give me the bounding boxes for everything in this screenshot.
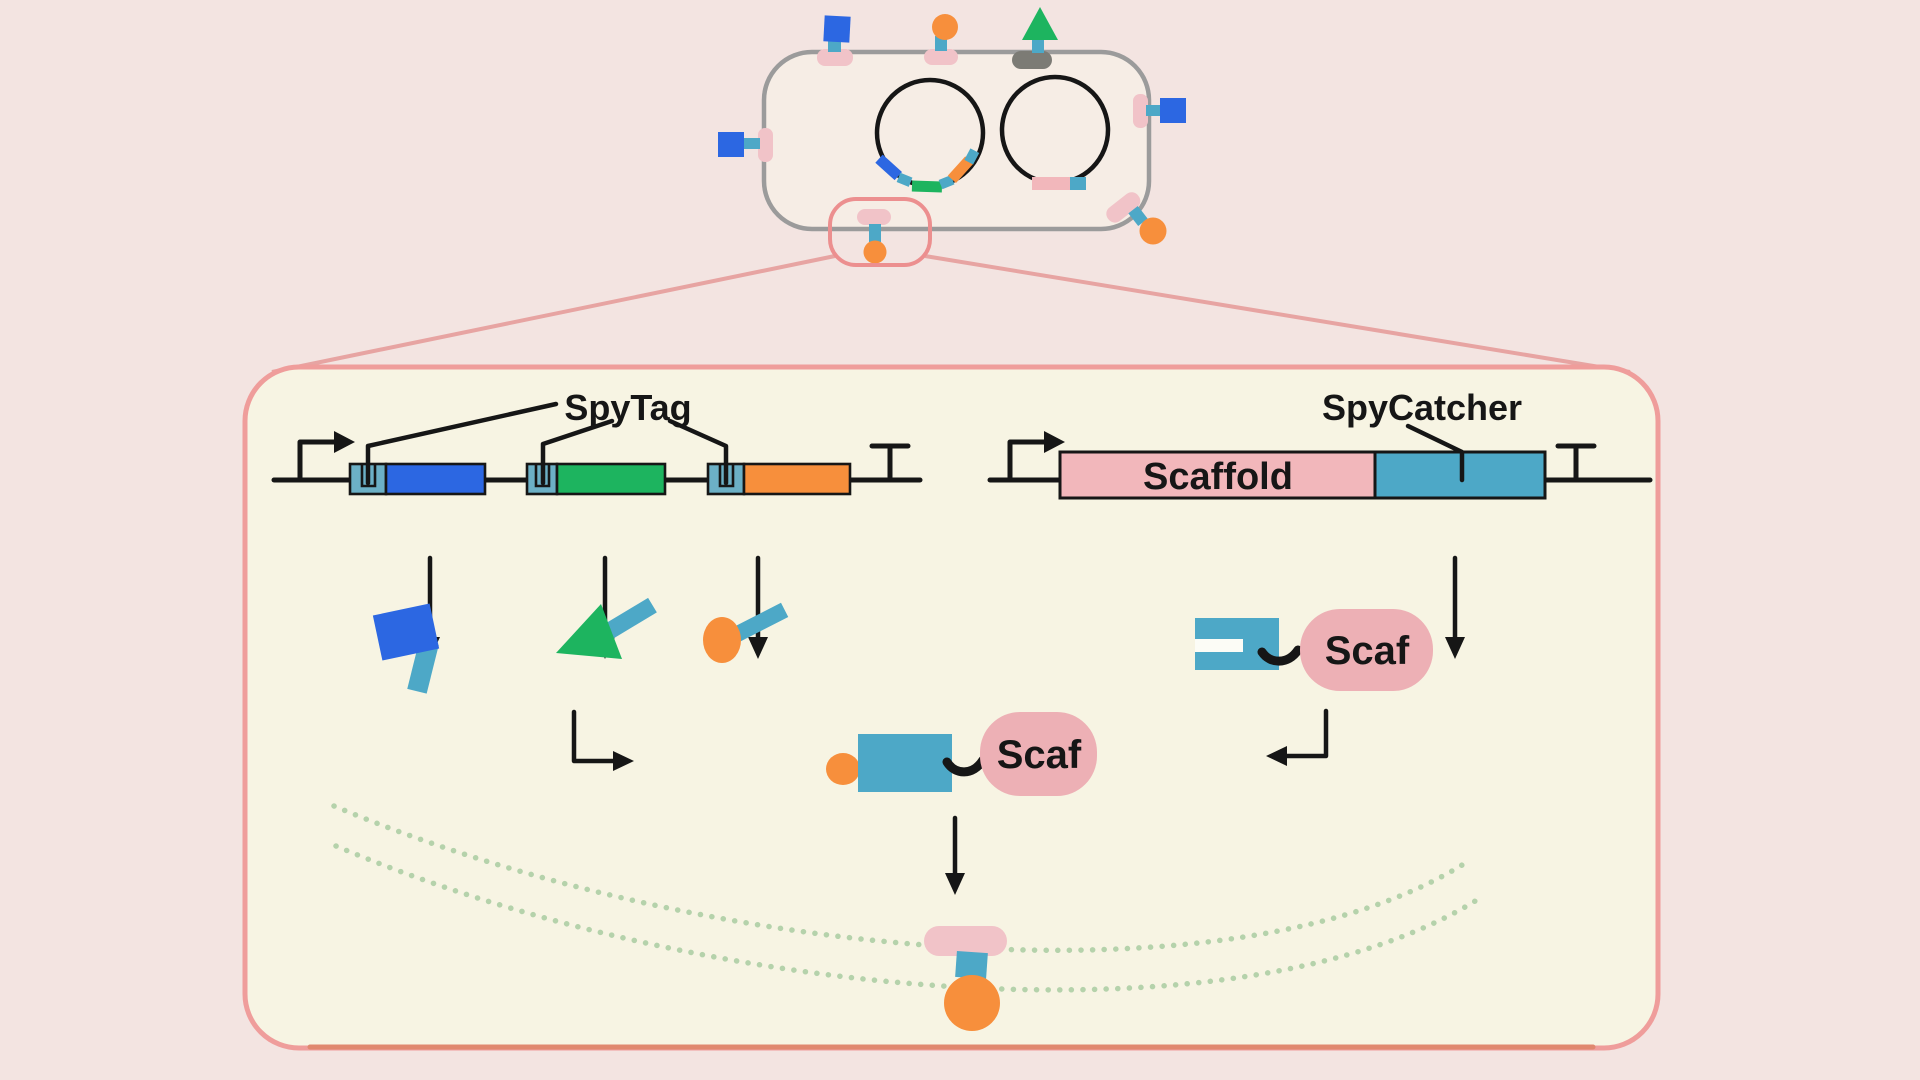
plasmid-gene-blue bbox=[875, 154, 903, 181]
protein-blue-hammer bbox=[372, 603, 440, 694]
membrane-anchor bbox=[924, 49, 958, 65]
linker-stick bbox=[1128, 206, 1148, 226]
membrane-anchor bbox=[817, 49, 853, 66]
spytag-handle bbox=[407, 640, 439, 694]
blue-square-cargo bbox=[823, 15, 851, 43]
spytag-handle bbox=[596, 597, 657, 644]
membrane-protein-green-top bbox=[1012, 7, 1058, 69]
membrane-anchor bbox=[758, 128, 773, 162]
membrane-anchor bbox=[1106, 192, 1141, 223]
green-triangle-cargo bbox=[1022, 7, 1058, 40]
orange-protein-ball bbox=[703, 617, 741, 663]
membrane-protein-blue-top bbox=[817, 15, 853, 66]
green-protein-triangle bbox=[556, 604, 622, 659]
protein-spycatcher-scaffold: Scaf bbox=[1195, 609, 1433, 691]
membrane-protein-callout-target bbox=[857, 209, 891, 264]
assembled-complex: Scaf bbox=[826, 712, 1097, 796]
membrane-anchor bbox=[857, 209, 891, 225]
spytag-slot bbox=[718, 464, 735, 488]
promoter-icon bbox=[1007, 431, 1065, 483]
spytag-pointer-lines bbox=[365, 401, 729, 486]
orange-gene-box bbox=[742, 462, 852, 496]
orange-tag-ball bbox=[826, 753, 860, 785]
orange-cargo-ball bbox=[944, 975, 1000, 1031]
scaffold-membrane-pill bbox=[924, 926, 1007, 956]
scaffold-blob bbox=[980, 712, 1097, 796]
plasmid-spycatcher-gene bbox=[1070, 177, 1086, 190]
membrane-anchor bbox=[1133, 94, 1148, 128]
plasmid-scaffold-gene bbox=[1032, 177, 1070, 190]
plasmid-1 bbox=[874, 77, 986, 193]
linker-stick bbox=[744, 138, 760, 149]
terminator-icon bbox=[869, 443, 911, 483]
plasmid-2 bbox=[999, 74, 1111, 190]
assembly-arrow-right bbox=[1266, 708, 1329, 766]
orange-circle-cargo bbox=[932, 14, 958, 40]
bacterial-cell bbox=[718, 7, 1186, 264]
spycatcher-block bbox=[858, 734, 952, 792]
scaf-label: Scaf bbox=[1325, 629, 1410, 673]
scaffold-gene-label: Scaffold bbox=[1143, 456, 1293, 498]
gene-cassette-green bbox=[525, 462, 667, 496]
zoom-line-right bbox=[924, 254, 1631, 374]
linker-stick bbox=[1032, 36, 1044, 53]
cell-body bbox=[761, 49, 1152, 232]
blue-square-cargo bbox=[718, 132, 744, 157]
promoter-icon bbox=[297, 431, 355, 483]
gene-cassette-blue bbox=[348, 462, 487, 496]
spytag-slot bbox=[360, 464, 377, 488]
membrane-target-arrow bbox=[945, 815, 965, 895]
scaffold-gene-construct: Scaffold SpyCatcher bbox=[987, 387, 1653, 500]
spytag-slot bbox=[534, 464, 551, 488]
zoom-callout-box bbox=[828, 197, 932, 267]
zoom-line-left bbox=[271, 254, 836, 374]
linker-hook bbox=[942, 755, 988, 777]
membrane-protein-orange-top bbox=[924, 14, 958, 65]
protein-green-triangle bbox=[556, 597, 657, 659]
gray-membrane-anchor bbox=[1012, 51, 1052, 69]
membrane-protein-blue-left bbox=[718, 128, 773, 162]
scaf-label: Scaf bbox=[997, 733, 1082, 777]
membrane-protein-orange-bottom-right bbox=[1106, 192, 1167, 245]
plasmid-gene-green bbox=[911, 180, 943, 193]
zoom-connector-lines bbox=[271, 254, 1631, 374]
membrane-anchored-complex bbox=[924, 926, 1007, 1031]
membrane-protein-blue-right bbox=[1133, 94, 1186, 128]
plasmid-tag-2 bbox=[938, 175, 955, 190]
spytag-gene-construct: SpyTag bbox=[271, 387, 923, 496]
spycatcher-pointer-line bbox=[1405, 423, 1465, 483]
scaffold-blob bbox=[1300, 609, 1433, 691]
linker-stick bbox=[955, 950, 988, 980]
linker-stick bbox=[869, 224, 881, 242]
plasmid-tag-1 bbox=[896, 172, 913, 187]
spytag-handle bbox=[725, 602, 789, 646]
linker-hook bbox=[1257, 645, 1303, 666]
spycatcher-label: SpyCatcher bbox=[1322, 387, 1522, 428]
plasmid-tag-3 bbox=[964, 148, 980, 165]
terminator-icon bbox=[1555, 443, 1597, 483]
blue-square-cargo bbox=[1160, 98, 1186, 123]
assembly-arrow-left bbox=[571, 709, 634, 771]
linker-stick bbox=[1146, 105, 1160, 116]
orange-circle-cargo bbox=[863, 240, 887, 264]
blue-gene-box bbox=[384, 462, 487, 496]
down-arrow-scaffold bbox=[1445, 555, 1465, 659]
green-gene-box bbox=[555, 462, 667, 496]
spycatcher-notch bbox=[1195, 639, 1243, 652]
gene-cassette-orange bbox=[706, 462, 852, 496]
scaffold-gene-box bbox=[1058, 450, 1377, 500]
blue-protein-head bbox=[372, 603, 440, 661]
protein-orange-lollipop bbox=[703, 602, 789, 663]
orange-circle-cargo bbox=[1139, 217, 1167, 245]
plasmid-gene-orange bbox=[947, 156, 974, 184]
